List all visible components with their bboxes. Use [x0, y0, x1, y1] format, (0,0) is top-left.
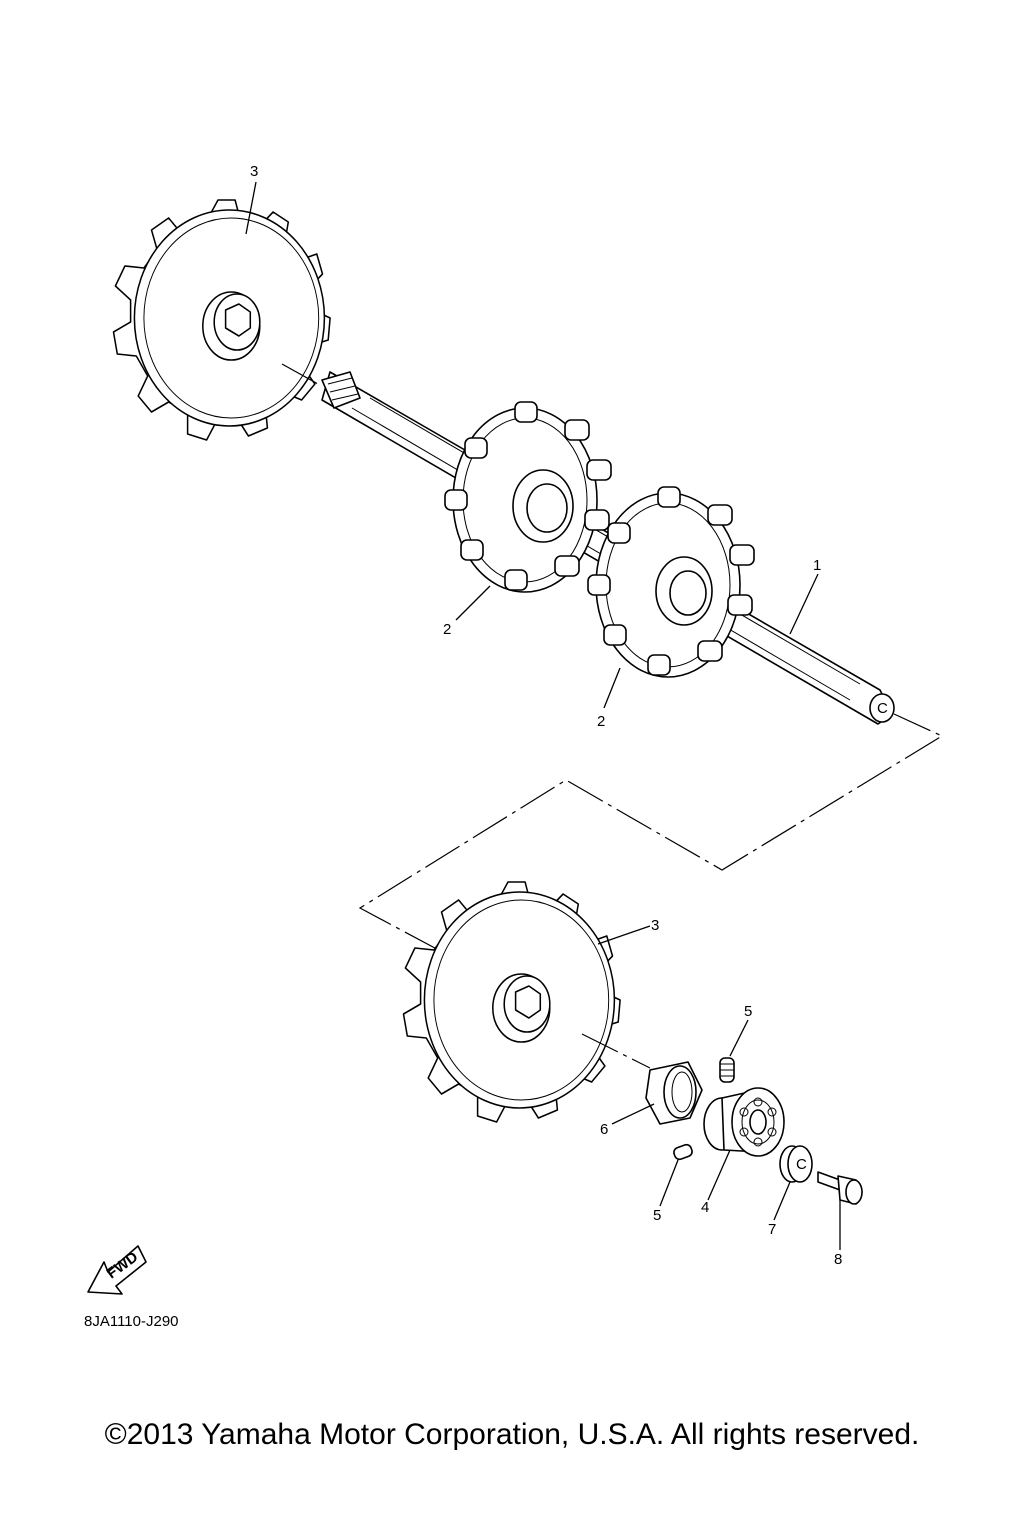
callout-2-left: 2 [443, 621, 451, 638]
sprocket-middle-right [587, 486, 755, 678]
callout-3-lower: 3 [651, 917, 659, 934]
collar [645, 1061, 703, 1125]
callout-4: 4 [701, 1199, 709, 1216]
copyright-notice: ©2013 Yamaha Motor Corporation, U.S.A. A… [104, 1418, 920, 1451]
phantom-alignment-line [358, 713, 944, 955]
alignment-line [281, 363, 319, 385]
callout-8: 8 [834, 1251, 842, 1268]
bolt [817, 1171, 863, 1205]
callout-2-right: 2 [597, 713, 605, 730]
leader-lines [245, 181, 841, 1250]
set-screw-upper [719, 1057, 735, 1083]
diagram-code: 8JA1110-J290 [84, 1313, 179, 1330]
callout-7: 7 [768, 1221, 776, 1238]
sprocket-middle-left [444, 401, 612, 593]
svg-text:C: C [877, 700, 888, 717]
sprocket-upper [112, 199, 331, 441]
svg-text:C: C [796, 1156, 807, 1173]
bearing [703, 1087, 785, 1157]
callout-5-upper: 5 [744, 1003, 752, 1020]
alignment-line-lower [581, 1033, 651, 1069]
callout-6: 6 [600, 1121, 608, 1138]
callout-5-lower: 5 [653, 1207, 661, 1224]
sprocket-lower [402, 881, 621, 1123]
callout-3-upper: 3 [250, 163, 258, 180]
washer: C [779, 1145, 813, 1183]
callout-1: 1 [813, 557, 821, 574]
fwd-arrow-icon: FWD [87, 1245, 147, 1295]
set-screw-lower [673, 1143, 693, 1161]
